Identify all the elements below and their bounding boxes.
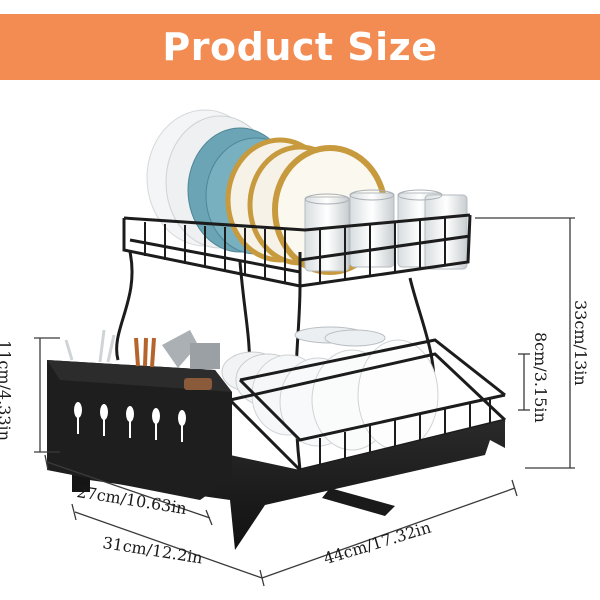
glasses <box>304 189 468 272</box>
utensil-caddy <box>47 329 232 500</box>
height-total-label: 33cm/13in <box>571 300 590 386</box>
upper-rack <box>115 213 472 471</box>
lower-rack <box>228 338 507 472</box>
height-upper-clearance-label: 8cm/3.15in <box>531 332 550 423</box>
banner-title: Product Size <box>162 25 438 69</box>
height-basket-label: 11cm/4.33in <box>0 340 14 441</box>
product-size-banner: Product Size <box>0 14 600 80</box>
upper-plates <box>146 109 388 275</box>
dimension-lines <box>34 217 575 587</box>
